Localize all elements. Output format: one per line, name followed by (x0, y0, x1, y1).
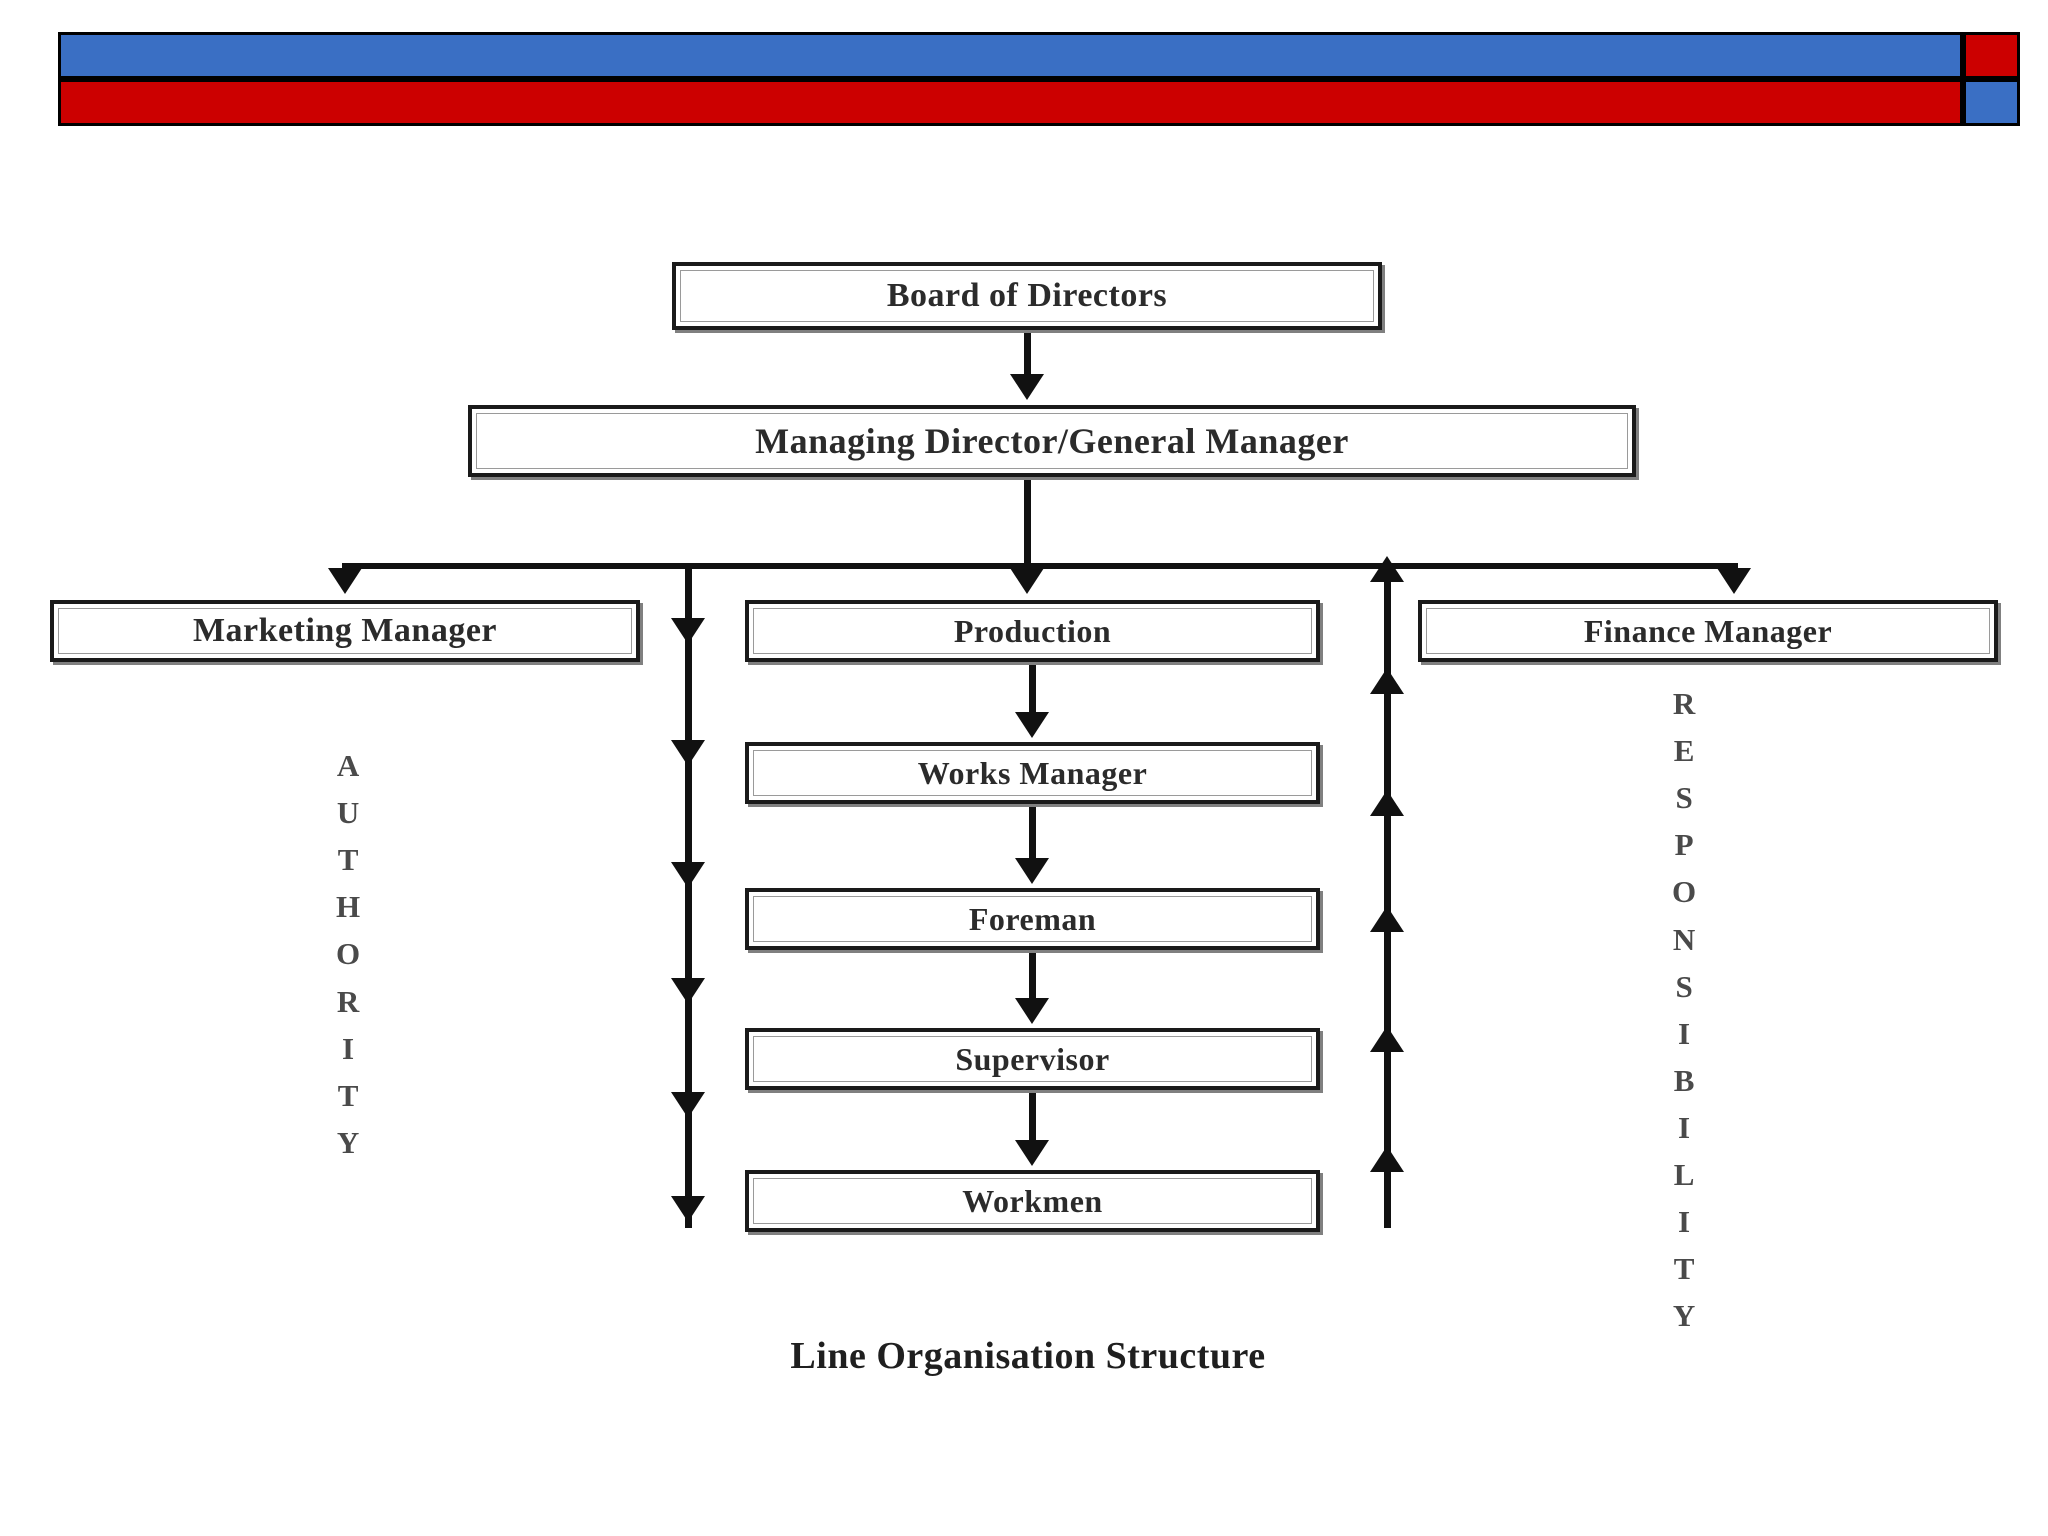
node-workmen[interactable]: Workmen (745, 1170, 1320, 1232)
vertical-label-letter: Y (1672, 1298, 1697, 1334)
connector-board-to-md (1024, 330, 1031, 378)
vertical-label-letter: B (1673, 1062, 1696, 1098)
vertical-label-letter: T (337, 1077, 360, 1113)
authority-arrowhead-6 (671, 1196, 705, 1222)
vertical-label-letter: P (1674, 827, 1695, 863)
authority-arrowhead-1 (671, 618, 705, 644)
banner-segment-red-main (58, 79, 1963, 126)
vertical-label-letter: A (336, 748, 361, 783)
vertical-label-letter: T (1673, 1251, 1696, 1287)
node-foreman[interactable]: Foreman (745, 888, 1320, 950)
node-production[interactable]: Production (745, 600, 1320, 662)
vertical-label-letter: N (1672, 921, 1697, 957)
connector-production-to-works (1029, 662, 1036, 718)
arrowhead-production-to-works (1015, 712, 1049, 738)
authority-flow-line (685, 563, 692, 1228)
node-marketing-manager[interactable]: Marketing Manager (50, 600, 640, 662)
node-board-of-directors-label: Board of Directors (886, 277, 1168, 314)
banner-row-bottom (58, 79, 2020, 126)
connector-foreman-to-supervisor (1029, 950, 1036, 1002)
node-works-manager-label: Works Manager (917, 754, 1148, 791)
connector-distributor-bar (345, 563, 1737, 569)
vertical-label-letter: U (336, 795, 361, 831)
authority-arrowhead-4 (671, 978, 705, 1004)
authority-arrowhead-5 (671, 1092, 705, 1118)
node-supervisor[interactable]: Supervisor (745, 1028, 1320, 1090)
vertical-label-letter: R (1672, 686, 1697, 721)
node-supervisor-label: Supervisor (955, 1040, 1110, 1077)
vertical-label-letter: O (336, 936, 362, 972)
responsibility-arrowhead-1 (1370, 556, 1404, 582)
vertical-label-letter: T (337, 842, 360, 878)
arrowhead-board-to-md (1010, 374, 1044, 400)
node-board-of-directors[interactable]: Board of Directors (672, 262, 1382, 330)
responsibility-arrowhead-4 (1370, 906, 1404, 932)
vertical-label-letter: O (1672, 874, 1698, 910)
node-foreman-label: Foreman (968, 900, 1097, 937)
diagram-caption: Line Organisation Structure (790, 1335, 1266, 1377)
vertical-label-letter: I (1678, 1204, 1692, 1240)
header-banner (58, 32, 2020, 126)
responsibility-arrowhead-2 (1370, 668, 1404, 694)
responsibility-arrowhead-3 (1370, 790, 1404, 816)
banner-segment-blue-main (58, 32, 1963, 79)
responsibility-arrowhead-5 (1370, 1026, 1404, 1052)
vertical-label-letter: S (1675, 780, 1694, 816)
vertical-label-letter: S (1675, 968, 1694, 1004)
connector-works-to-foreman (1029, 804, 1036, 862)
connector-supervisor-to-workmen (1029, 1090, 1036, 1144)
arrowhead-to-production (1010, 568, 1044, 594)
authority-arrowhead-2 (671, 740, 705, 766)
arrowhead-supervisor-to-workmen (1015, 1140, 1049, 1166)
node-works-manager[interactable]: Works Manager (745, 742, 1320, 804)
vertical-label-letter: H (336, 889, 362, 925)
node-managing-director-label: Managing Director/General Manager (755, 421, 1349, 461)
node-production-label: Production (953, 612, 1112, 649)
vertical-label-letter: Y (336, 1124, 361, 1160)
node-workmen-label: Workmen (962, 1182, 1103, 1219)
vertical-label-letter: I (1678, 1015, 1692, 1051)
banner-segment-red-tail (1963, 32, 2020, 79)
node-finance-manager[interactable]: Finance Manager (1418, 600, 1998, 662)
arrowhead-to-marketing (328, 568, 362, 594)
node-finance-manager-label: Finance Manager (1583, 612, 1833, 649)
node-managing-director[interactable]: Managing Director/General Manager (468, 405, 1636, 477)
connector-md-trunk (1024, 477, 1031, 565)
vertical-label-letter: L (1673, 1157, 1696, 1193)
vertical-label-letter: E (1673, 733, 1696, 769)
banner-segment-blue-tail (1963, 79, 2020, 126)
responsibility-flow-line (1384, 563, 1391, 1228)
arrowhead-works-to-foreman (1015, 858, 1049, 884)
vertical-label-letter: I (1678, 1109, 1692, 1145)
vertical-label-letter: R (336, 983, 361, 1019)
vertical-label-letter: I (342, 1030, 356, 1066)
arrowhead-to-finance (1717, 568, 1751, 594)
authority-arrowhead-3 (671, 862, 705, 888)
banner-row-top (58, 32, 2020, 79)
arrowhead-foreman-to-supervisor (1015, 998, 1049, 1024)
responsibility-arrowhead-6 (1370, 1146, 1404, 1172)
node-marketing-manager-label: Marketing Manager (192, 612, 498, 649)
